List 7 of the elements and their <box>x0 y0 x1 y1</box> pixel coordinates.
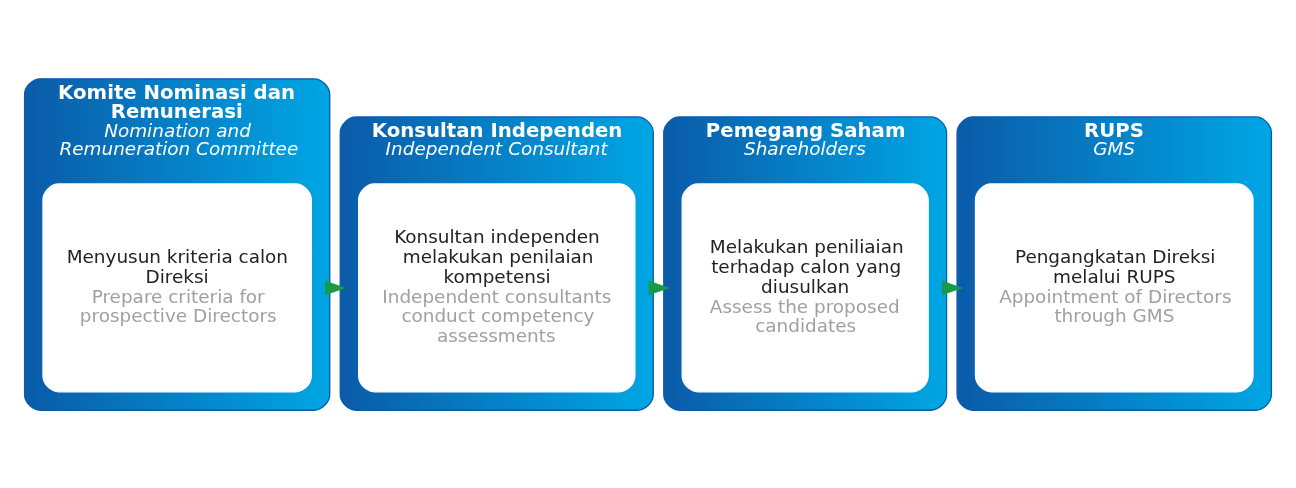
arrow <box>941 280 964 295</box>
node-box: Melakukan peniliaian terhadap calon yang diusulkan Assess the proposed candidates <box>681 182 929 392</box>
arrow <box>648 280 670 295</box>
node-box: Konsultan independen melakukan penilaian kompetensi Independent consultants conduct competency assessments <box>358 182 636 392</box>
node-box: Menyusun kriteria calon Direksi Prepare criteria for prospective Directors <box>42 182 312 392</box>
arrow <box>325 280 347 295</box>
node-box: Pengangkatan Direksi melalui RUPS Appointment of Directors through GMS <box>974 182 1254 392</box>
